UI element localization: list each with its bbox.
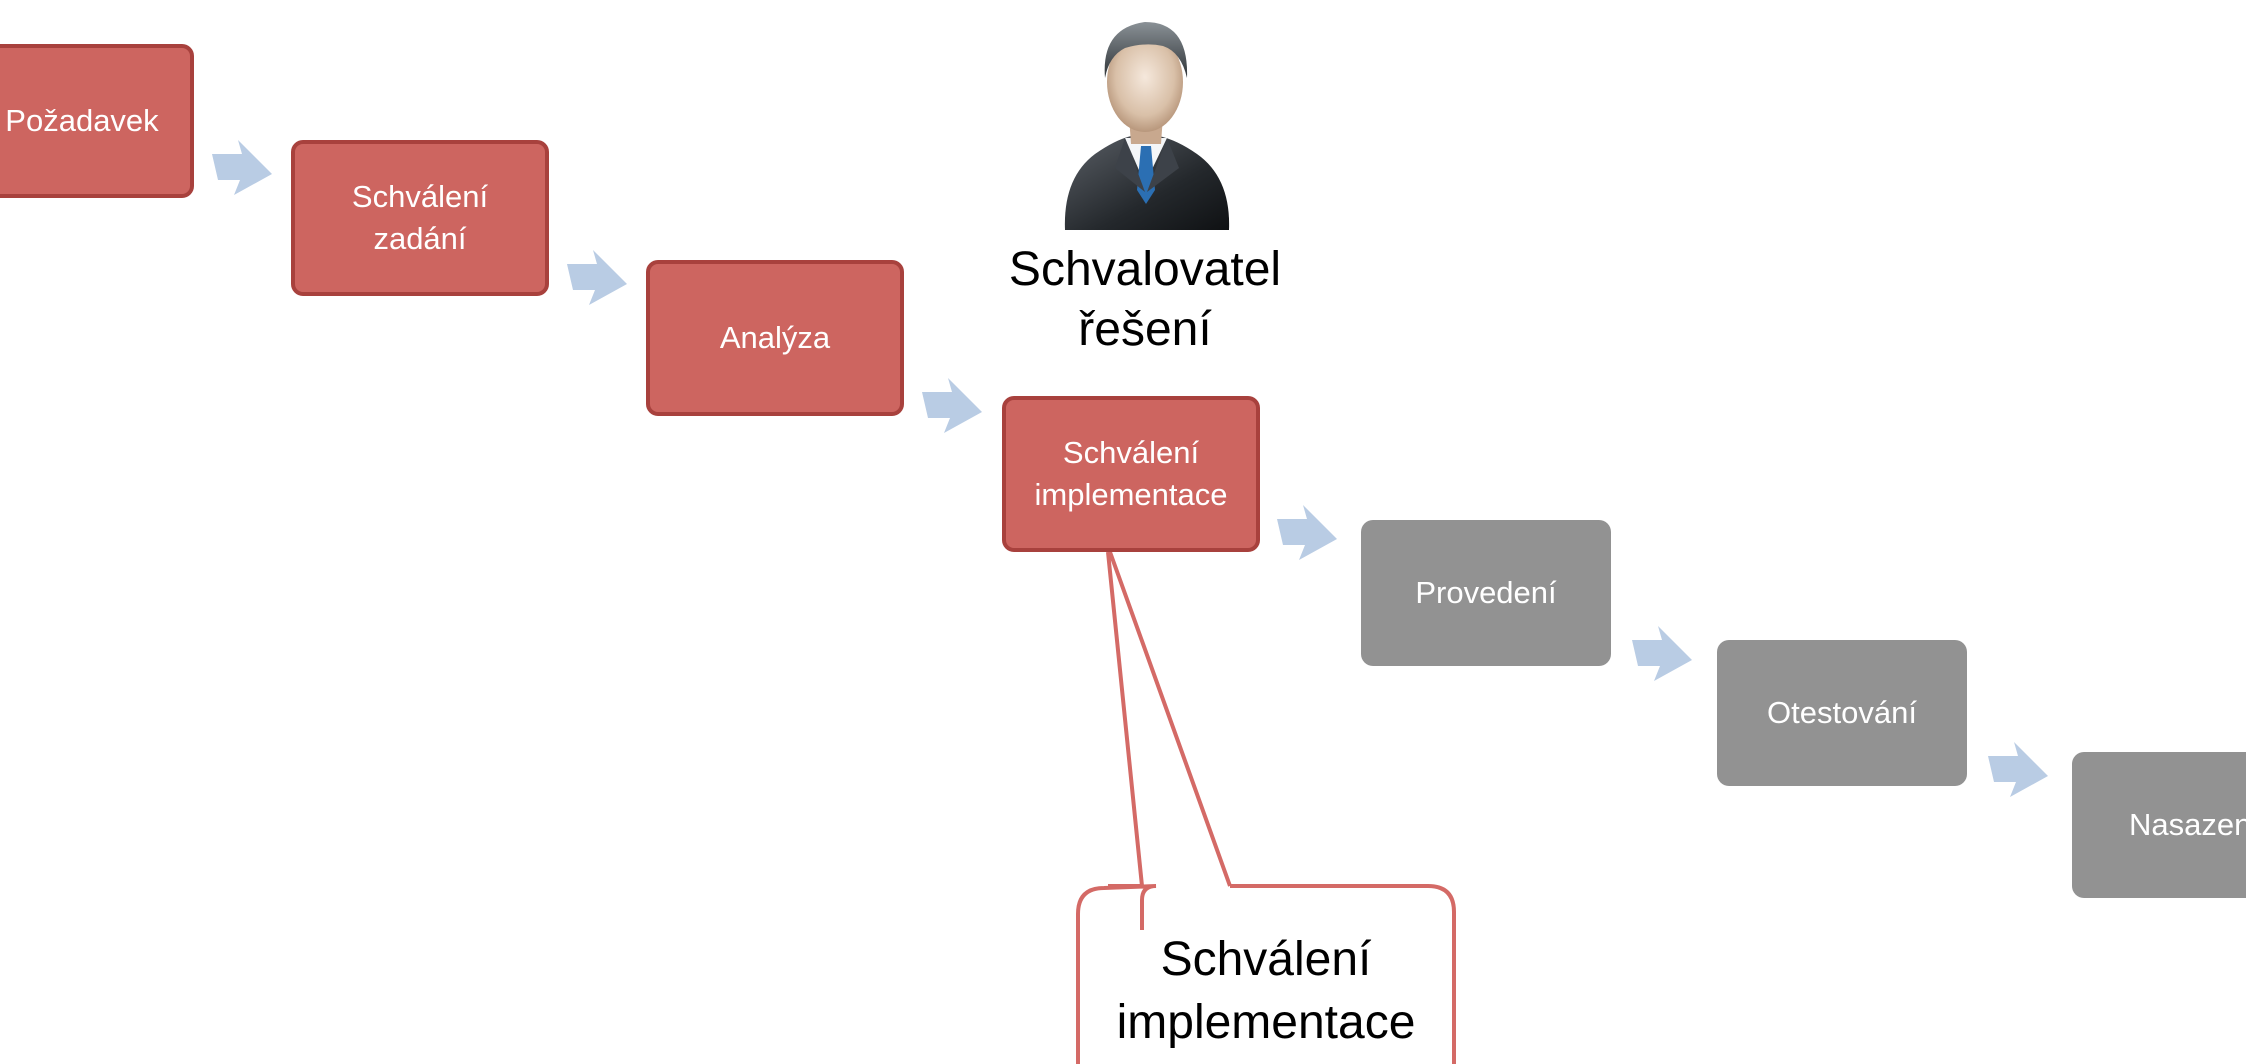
chevron-arrow-icon [1988,742,2048,797]
businessman-icon [1064,22,1230,230]
step-provedeni: Provedení [1361,520,1611,666]
step-otestovani: Otestování [1717,640,1967,786]
chevron-arrow-icon [1632,626,1692,681]
callout-label: Schválení implementace [1116,933,1416,1050]
step-analyza: Analýza [646,260,904,416]
step-pozadavek: Požadavek [0,44,194,198]
chevron-arrow-icon [212,140,272,195]
chevron-arrow-icon [1277,505,1337,560]
chevron-arrow-icon [922,378,982,433]
step-schvaleni-zadani: Schválení zadání [291,140,549,296]
chevron-arrow-icon [567,250,627,305]
step-nasazeni: Nasazení [2072,752,2246,898]
step-schvaleni-implementace: Schválení implementace [1002,396,1260,552]
approver-label: Schvalovatel řešení [1008,243,1282,356]
